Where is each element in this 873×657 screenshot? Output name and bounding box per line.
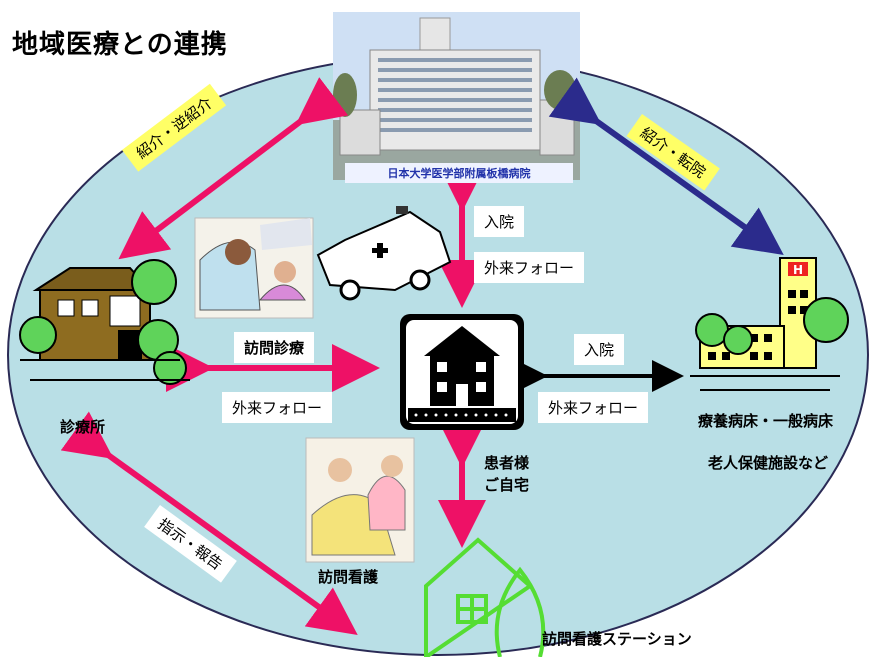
- home-visit-illustration: [194, 217, 314, 319]
- arrow-referral: [118, 77, 349, 260]
- nursing-illustration: [305, 437, 415, 563]
- arrow-instructions: [60, 411, 358, 636]
- hospital-image: [333, 12, 580, 180]
- page-title: 地域医療との連携: [12, 30, 228, 60]
- nursing-station-icon: [424, 537, 546, 657]
- hospital-caption: 日本大学医学部附属板橋病院: [345, 163, 573, 183]
- care-label-line1: 療養病床・一般病床: [698, 412, 834, 430]
- clinic-label: 診療所: [60, 418, 106, 436]
- label-admission-right: 入院: [574, 334, 625, 365]
- svg-text:H: H: [793, 263, 803, 277]
- label-outpatient-left: 外来フォロー: [222, 392, 333, 423]
- home-visit-nursing-label: 訪問看護: [318, 568, 379, 586]
- clinic-icon: [19, 259, 190, 385]
- home-label-line1: 患者様: [484, 454, 530, 472]
- label-home-visit-care: 訪問診療: [234, 332, 315, 363]
- care-facility-icon: H: [690, 257, 849, 391]
- arrow-transfer: [548, 77, 784, 255]
- care-label-line2: 老人保健施設など: [708, 454, 829, 472]
- patient-home-icon: [400, 314, 524, 430]
- label-outpatient-top: 外来フォロー: [474, 252, 585, 283]
- ambulance-icon: [316, 206, 452, 301]
- home-label-line2: ご自宅: [484, 476, 530, 494]
- label-admission-top: 入院: [474, 206, 525, 237]
- label-outpatient-right: 外来フォロー: [538, 392, 649, 423]
- nursing-station-label: 訪問看護ステーション: [542, 630, 692, 648]
